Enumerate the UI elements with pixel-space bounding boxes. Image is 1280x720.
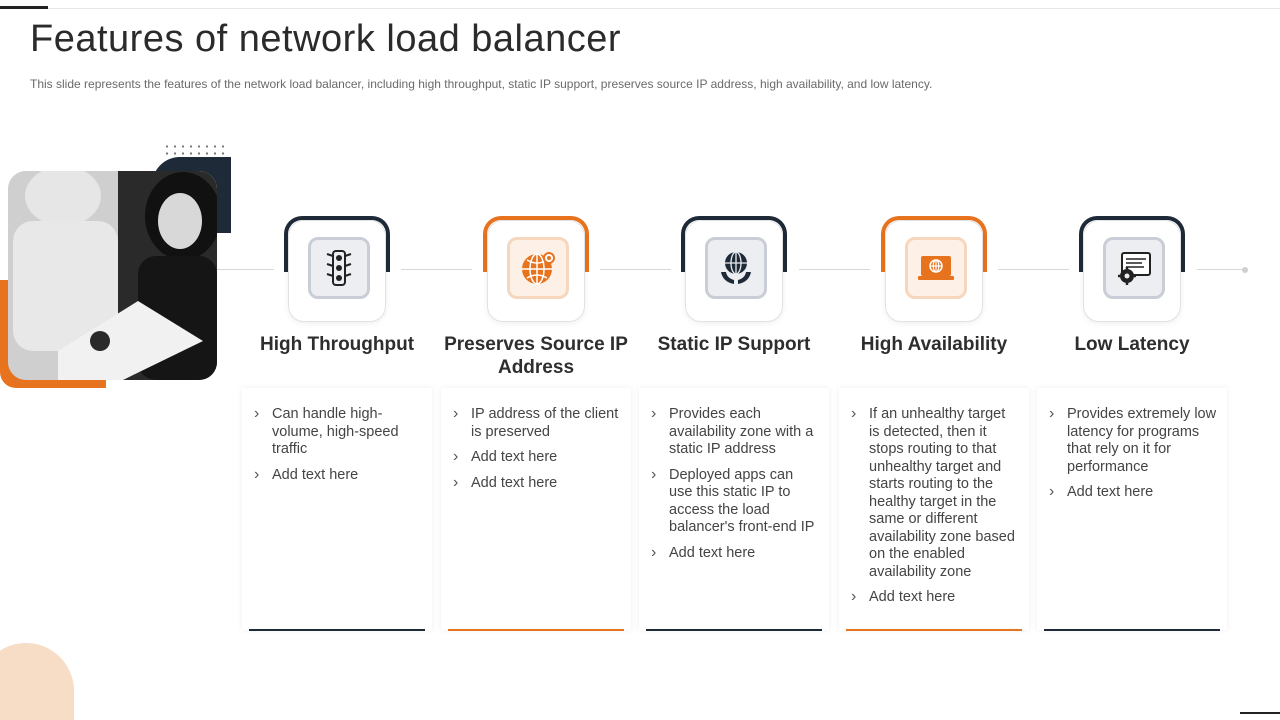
corner-accent-line	[1240, 712, 1280, 714]
feature-description-box: Provides extremely low latency for progr…	[1037, 388, 1227, 630]
icon-arc	[881, 216, 987, 272]
list-item: Deployed apps can use this static IP to …	[649, 466, 819, 537]
feature-static-ip-support: Static IP Support Provides each availabi…	[639, 216, 829, 634]
feature-description-box: If an unhealthy target is detected, then…	[839, 388, 1029, 630]
feature-underline	[448, 629, 624, 631]
top-rule	[48, 8, 1280, 9]
top-accent-bar	[0, 6, 48, 9]
connector-line	[217, 269, 274, 270]
feature-preserves-source-ip: Preserves Source IP Address IP address o…	[441, 216, 631, 634]
list-item[interactable]: Add text here	[451, 448, 621, 467]
feature-high-availability: High Availability If an unhealthy target…	[839, 216, 1029, 634]
connector-end-dot	[1242, 267, 1248, 273]
feature-low-latency: Low Latency Provides extremely low laten…	[1037, 216, 1227, 634]
icon-card	[288, 220, 386, 322]
feature-title: Preserves Source IP Address	[444, 334, 628, 378]
feature-underline	[1044, 629, 1220, 631]
list-item: IP address of the client is preserved	[451, 405, 621, 441]
icon-card	[487, 220, 585, 322]
slide-title: Features of network load balancer	[30, 18, 622, 60]
feature-title: High Availability	[860, 334, 1008, 355]
feature-title: Static IP Support	[657, 334, 811, 355]
icon-arc	[483, 216, 589, 272]
globe-pin-icon	[507, 237, 569, 299]
list-item[interactable]: Add text here	[1047, 483, 1217, 502]
list-item[interactable]: Add text here	[252, 466, 422, 485]
icon-arc	[1079, 216, 1185, 272]
feature-title: Low Latency	[1074, 334, 1190, 355]
connector-line	[600, 269, 671, 270]
icon-arc	[681, 216, 787, 272]
slide-subtitle: This slide represents the features of th…	[30, 77, 933, 91]
connector-line	[1197, 269, 1242, 270]
globe-hands-icon	[705, 237, 767, 299]
monitor-gear-icon	[1103, 237, 1165, 299]
list-item[interactable]: Add text here	[451, 474, 621, 493]
list-item: Provides each availability zone with a s…	[649, 405, 819, 459]
list-item: Provides extremely low latency for progr…	[1047, 405, 1217, 476]
laptop-globe-icon	[905, 237, 967, 299]
feature-title: High Throughput	[259, 334, 415, 355]
connector-line	[998, 269, 1069, 270]
icon-arc	[284, 216, 390, 272]
list-item[interactable]: Add text here	[849, 588, 1019, 607]
feature-description-box: IP address of the client is preserved Ad…	[441, 388, 631, 630]
connector-line	[799, 269, 870, 270]
feature-description-box: Can handle high-volume, high-speed traff…	[242, 388, 432, 630]
list-item[interactable]: Add text here	[649, 544, 819, 563]
feature-description-box: Provides each availability zone with a s…	[639, 388, 829, 630]
list-item: If an unhealthy target is detected, then…	[849, 405, 1019, 581]
dot-pattern	[163, 143, 227, 157]
feature-underline	[249, 629, 425, 631]
feature-underline	[846, 629, 1022, 631]
icon-card	[1083, 220, 1181, 322]
traffic-light-icon	[308, 237, 370, 299]
decorative-blob	[0, 643, 74, 720]
feature-underline	[646, 629, 822, 631]
feature-high-throughput: High Throughput Can handle high-volume, …	[242, 216, 432, 634]
connector-line	[401, 269, 472, 270]
icon-card	[885, 220, 983, 322]
icon-card	[685, 220, 783, 322]
list-item: Can handle high-volume, high-speed traff…	[252, 405, 422, 459]
team-photo	[8, 171, 217, 380]
